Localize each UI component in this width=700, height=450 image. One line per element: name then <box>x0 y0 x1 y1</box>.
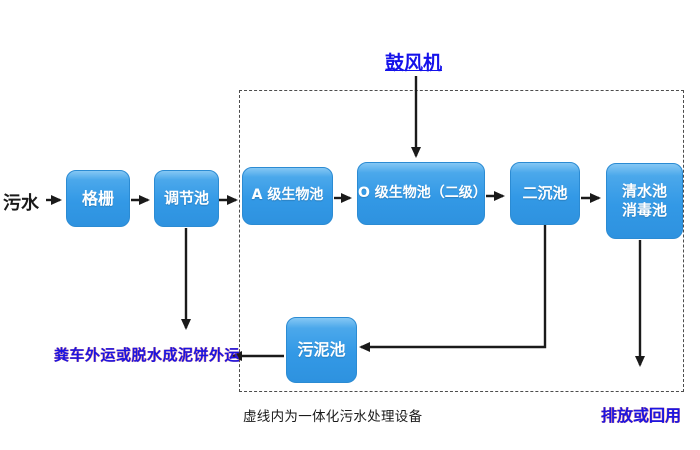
node-regulating-tank: 调节池 <box>154 170 219 227</box>
discharge-label: 排放或回用 <box>601 406 682 425</box>
node-o-bio-tank-label: O 级生物池（二级） <box>358 184 487 201</box>
node-a-bio-tank: A 级生物池 <box>242 167 333 225</box>
integrated-equipment-dashed-boundary <box>239 90 684 392</box>
node-grid: 格栅 <box>66 170 130 227</box>
node-clear-water-tank-line1: 清水池 <box>621 182 667 201</box>
blower-label: 鼓风机 <box>385 52 443 74</box>
node-secondary-sedimentation-tank: 二沉池 <box>510 162 580 225</box>
influent-label: 污水 <box>3 193 39 214</box>
node-o-bio-tank: O 级生物池（二级） <box>357 162 487 225</box>
node-clear-water-tank: 清水池 消毒池 <box>606 163 683 239</box>
node-a-bio-tank-label: A 级生物池 <box>251 187 324 204</box>
node-clear-water-tank-line2: 消毒池 <box>621 201 667 219</box>
dashed-box-caption: 虚线内为一体化污水处理设备 <box>243 409 423 425</box>
node-grid-label: 格栅 <box>81 188 114 208</box>
sludge-disposal-label: 粪车外运或脱水成泥饼外运 <box>54 346 241 364</box>
node-sludge-tank: 污泥池 <box>286 317 357 383</box>
node-secondary-sedimentation-tank-label: 二沉池 <box>522 184 568 203</box>
node-sludge-tank-label: 污泥池 <box>297 340 346 359</box>
node-regulating-tank-label: 调节池 <box>163 189 209 208</box>
